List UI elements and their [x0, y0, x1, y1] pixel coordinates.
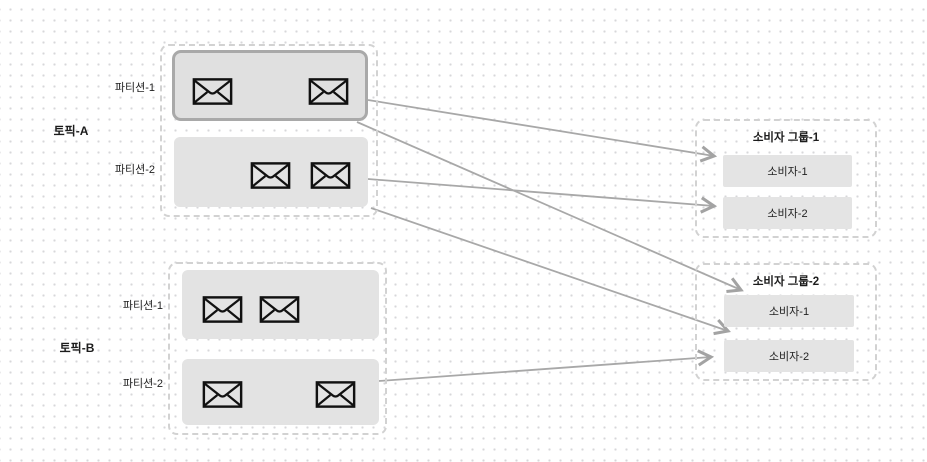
envelope-icon[interactable] [308, 77, 349, 106]
consumer-label: 소비자-2 [767, 208, 808, 220]
topic-b-partition-2-node[interactable] [182, 359, 379, 425]
envelope-icon[interactable] [310, 161, 351, 190]
topic-b-partition-1-node[interactable] [182, 270, 379, 339]
arrow-topicA-partition2-to-group2-consumer2 [370, 207, 731, 336]
topic-b-container[interactable] [168, 262, 387, 435]
arrow-topicA-partition1-to-group2-consumer1 [356, 121, 744, 293]
consumer-group-2-consumer-1-node[interactable]: 소비자-1 [724, 295, 854, 327]
consumer-label: 소비자-1 [768, 306, 810, 318]
topic-a-partition-2-node[interactable] [174, 137, 368, 207]
consumer-label: 소비자-2 [768, 351, 810, 363]
arrow-topicA-partition1-to-group1-consumer1 [367, 99, 718, 163]
envelope-icon[interactable] [250, 161, 291, 190]
envelope-icon[interactable] [202, 380, 243, 409]
topic-a-label: 토픽-A [53, 124, 89, 138]
consumer-group-1-consumer-2-node[interactable]: 소비자-2 [723, 197, 852, 229]
topic-a-container[interactable] [160, 44, 378, 217]
topic-a-partition-1-label: 파티션-1 [114, 82, 155, 94]
topic-b-partition-2-label: 파티션-2 [122, 378, 163, 390]
consumer-group-2-title: 소비자 그룹-2 [752, 276, 820, 288]
consumer-group-2-container[interactable]: 소비자 그룹-2 소비자-1 소비자-2 [695, 263, 877, 381]
consumer-group-1-title: 소비자 그룹-1 [752, 132, 820, 144]
topic-a-partition-2-label: 파티션-2 [114, 164, 155, 176]
consumer-group-1-consumer-1-node[interactable]: 소비자-1 [723, 155, 852, 187]
envelope-icon[interactable] [202, 295, 243, 324]
topic-b-label: 토픽-B [59, 341, 95, 355]
envelope-icon[interactable] [259, 295, 300, 324]
topic-b-partition-1-label: 파티션-1 [122, 300, 163, 312]
consumer-label: 소비자-1 [767, 166, 808, 178]
arrow-topicA-partition2-to-group1-consumer2 [367, 178, 718, 214]
consumer-group-2-consumer-2-node[interactable]: 소비자-2 [724, 340, 854, 372]
envelope-icon[interactable] [315, 380, 356, 409]
topic-a-partition-1-node[interactable] [172, 50, 368, 121]
consumer-group-1-container[interactable]: 소비자 그룹-1 소비자-1 소비자-2 [695, 119, 877, 238]
envelope-icon[interactable] [192, 77, 233, 106]
arrow-topicB-partition2-to-group2-consumer2 [378, 349, 715, 382]
